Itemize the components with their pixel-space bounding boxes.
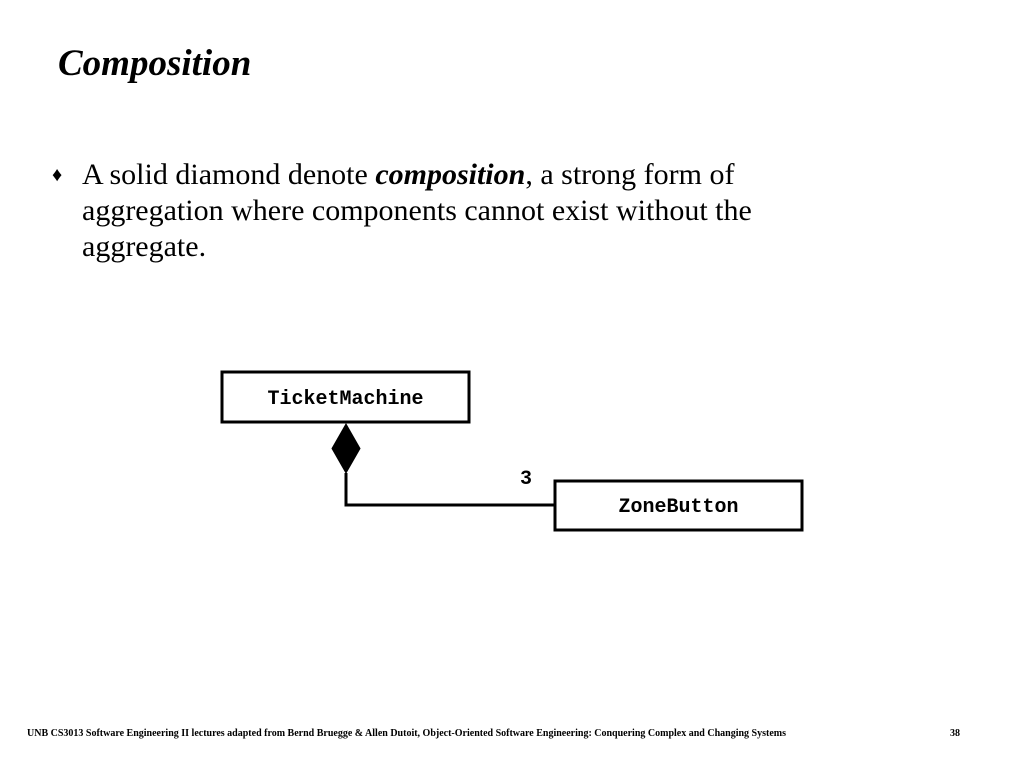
class-name-ticketmachine: TicketMachine bbox=[267, 388, 423, 411]
filled-diamond-icon bbox=[331, 422, 361, 475]
slide-footer: UNB CS3013 Software Engineering II lectu… bbox=[27, 728, 786, 739]
class-name-zonebutton: ZoneButton bbox=[618, 496, 738, 519]
class-box-zonebutton: ZoneButton bbox=[553, 479, 804, 532]
bullet-text: A solid diamond denote composition, a st… bbox=[82, 157, 872, 265]
composition-association-line bbox=[344, 473, 555, 507]
page-number: 38 bbox=[950, 728, 960, 739]
diamond-bullet-icon: ♦ bbox=[52, 164, 63, 186]
multiplicity-label: 3 bbox=[520, 468, 532, 491]
bullet-text-after: , a strong form of aggregation where com… bbox=[82, 158, 752, 263]
class-box-ticketmachine: TicketMachine bbox=[220, 370, 471, 424]
slide-title: Composition bbox=[58, 43, 252, 84]
bullet-text-before: A solid diamond denote bbox=[82, 158, 376, 191]
bullet-emphasis: composition bbox=[375, 158, 526, 191]
